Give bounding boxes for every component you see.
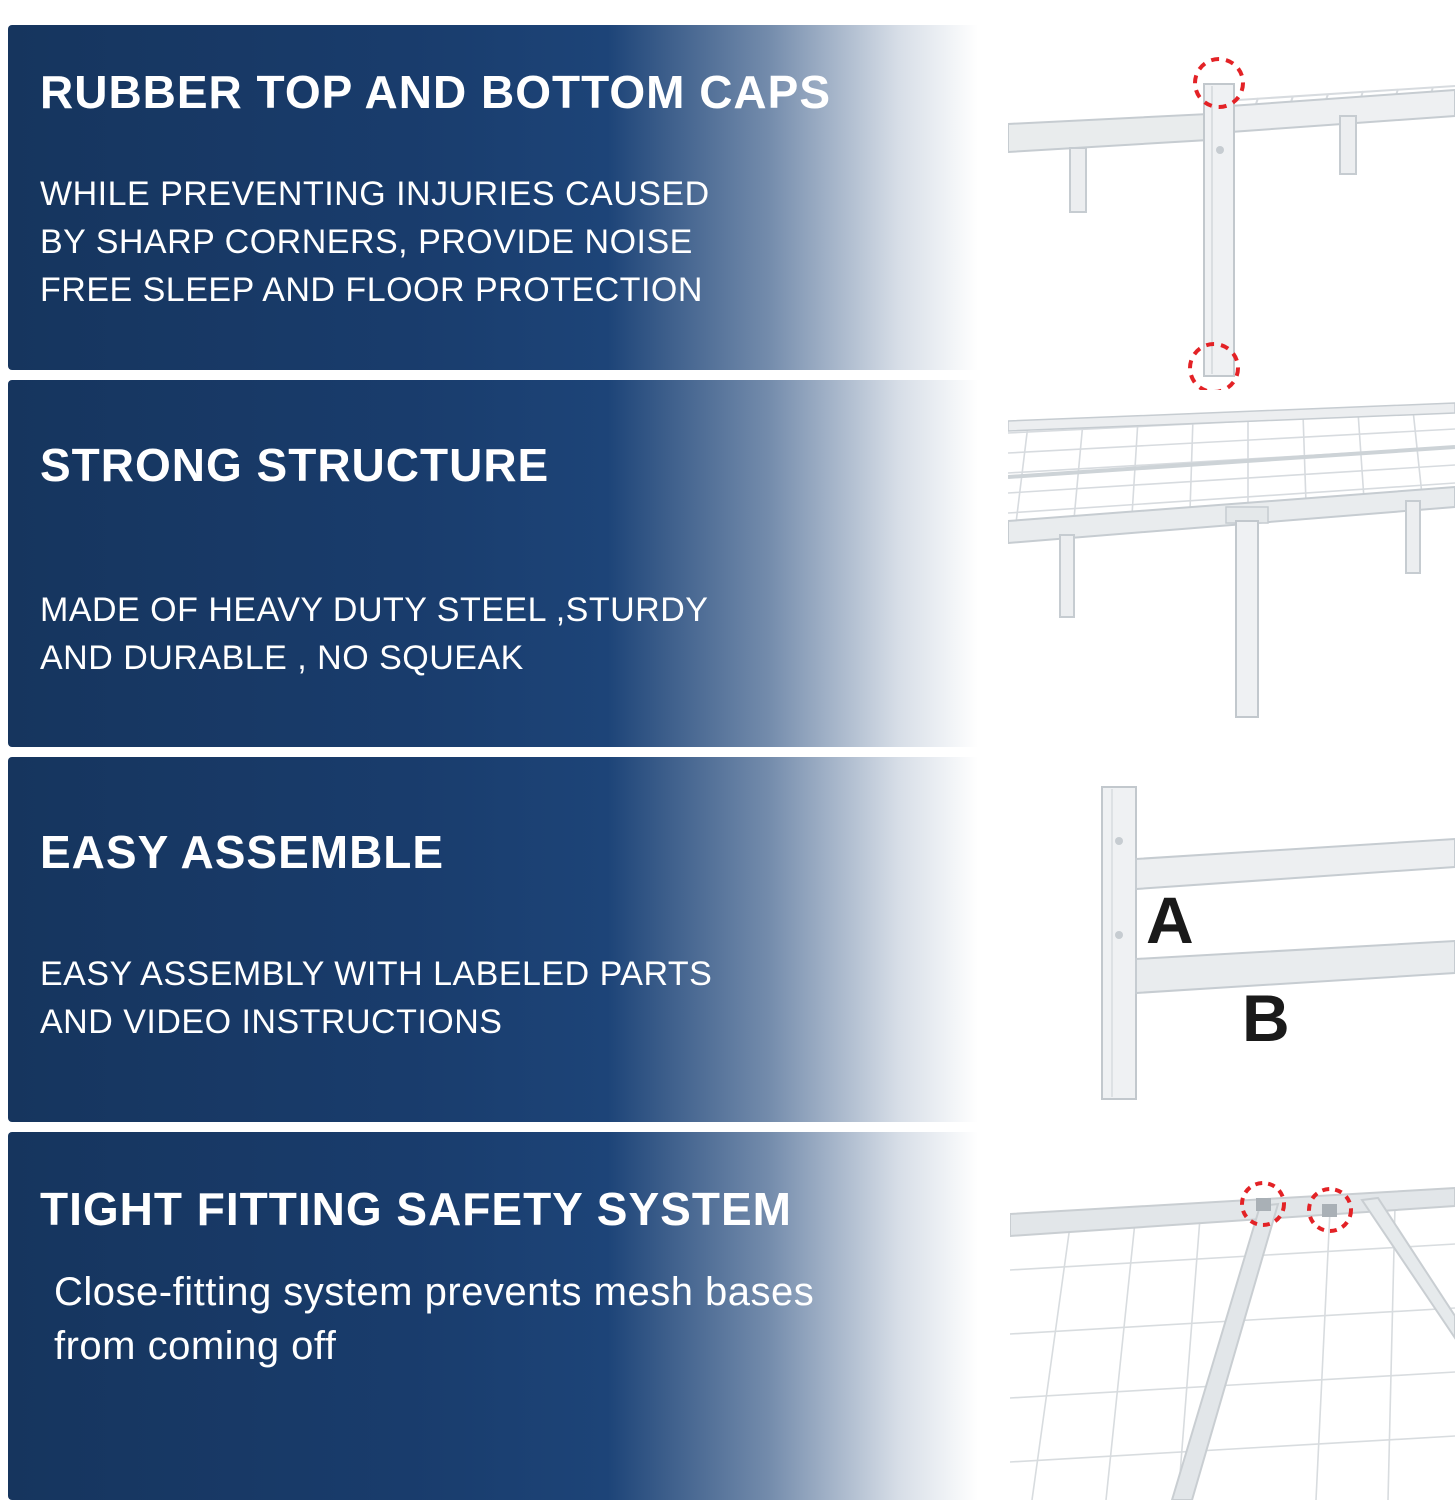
- rail-a-bolt: [1115, 837, 1123, 845]
- part-label-b: B: [1242, 981, 1290, 1055]
- figure-bed-corner-caps: [1008, 28, 1455, 390]
- clip-highlight-circle-left: [1240, 1181, 1286, 1227]
- rail-b-bolt: [1115, 931, 1123, 939]
- clip-highlight-circle-right: [1307, 1187, 1353, 1233]
- mesh-wire-lines: [1010, 1205, 1455, 1500]
- top-frame-rail: [1010, 1186, 1455, 1238]
- labeled-parts-illustration: A B: [1101, 786, 1455, 1100]
- post-bolt: [1216, 146, 1224, 154]
- right-leg: [1405, 500, 1421, 574]
- mesh-clips-illustration: [1010, 1181, 1455, 1500]
- feature-panel-rubber-caps: RUBBER TOP AND BOTTOM CAPS WHILE PREVENT…: [8, 25, 1008, 370]
- top-cap-highlight-circle: [1193, 57, 1245, 109]
- fitting-clip-right: [1322, 1204, 1337, 1217]
- back-rail: [1008, 402, 1455, 432]
- figure-mesh-clips: [1010, 1148, 1455, 1500]
- rail-b: [1135, 939, 1455, 995]
- right-support-rail: [1360, 1196, 1455, 1340]
- feature-panel-strong-structure: STRONG STRUCTURE MADE OF HEAVY DUTY STEE…: [8, 380, 1008, 747]
- part-label-a: A: [1146, 883, 1194, 957]
- left-side-rail: [1008, 112, 1209, 154]
- feature-panel-tight-fitting: TIGHT FITTING SAFETY SYSTEM Close-fittin…: [8, 1132, 1008, 1500]
- bottom-cap-highlight-circle: [1188, 342, 1240, 390]
- fitting-clip-left: [1256, 1198, 1271, 1211]
- figure-labeled-parts: A B: [1010, 775, 1455, 1120]
- panel-title: RUBBER TOP AND BOTTOM CAPS: [40, 66, 832, 118]
- bed-corner-illustration: [1008, 57, 1455, 390]
- diagonal-support-rail: [1170, 1202, 1280, 1500]
- center-leg: [1235, 520, 1259, 718]
- figure-platform-frame: [1008, 395, 1455, 747]
- panel-body: MADE OF HEAVY DUTY STEEL ,STURDY AND DUR…: [40, 590, 708, 677]
- assembly-post: [1101, 786, 1137, 1100]
- panel-title: STRONG STRUCTURE: [40, 439, 550, 491]
- platform-frame-illustration: [1008, 402, 1455, 718]
- corner-post: [1203, 83, 1235, 377]
- left-leg: [1059, 534, 1075, 618]
- left-rail-leg: [1069, 147, 1087, 213]
- panel-title: EASY ASSEMBLE: [40, 826, 445, 878]
- feature-panel-easy-assemble: EASY ASSEMBLE EASY ASSEMBLY WITH LABELED…: [8, 757, 1008, 1122]
- right-rail-leg: [1339, 115, 1357, 175]
- panel-body: WHILE PREVENTING INJURIES CAUSED BY SHAR…: [40, 174, 710, 310]
- panel-body: EASY ASSEMBLY WITH LABELED PARTS AND VID…: [40, 954, 713, 1041]
- center-cross-rail: [1008, 445, 1455, 479]
- panel-title: TIGHT FITTING SAFETY SYSTEM: [40, 1183, 792, 1235]
- rail-a: [1135, 837, 1455, 891]
- panel-body: Close-fitting system prevents mesh bases…: [54, 1269, 815, 1368]
